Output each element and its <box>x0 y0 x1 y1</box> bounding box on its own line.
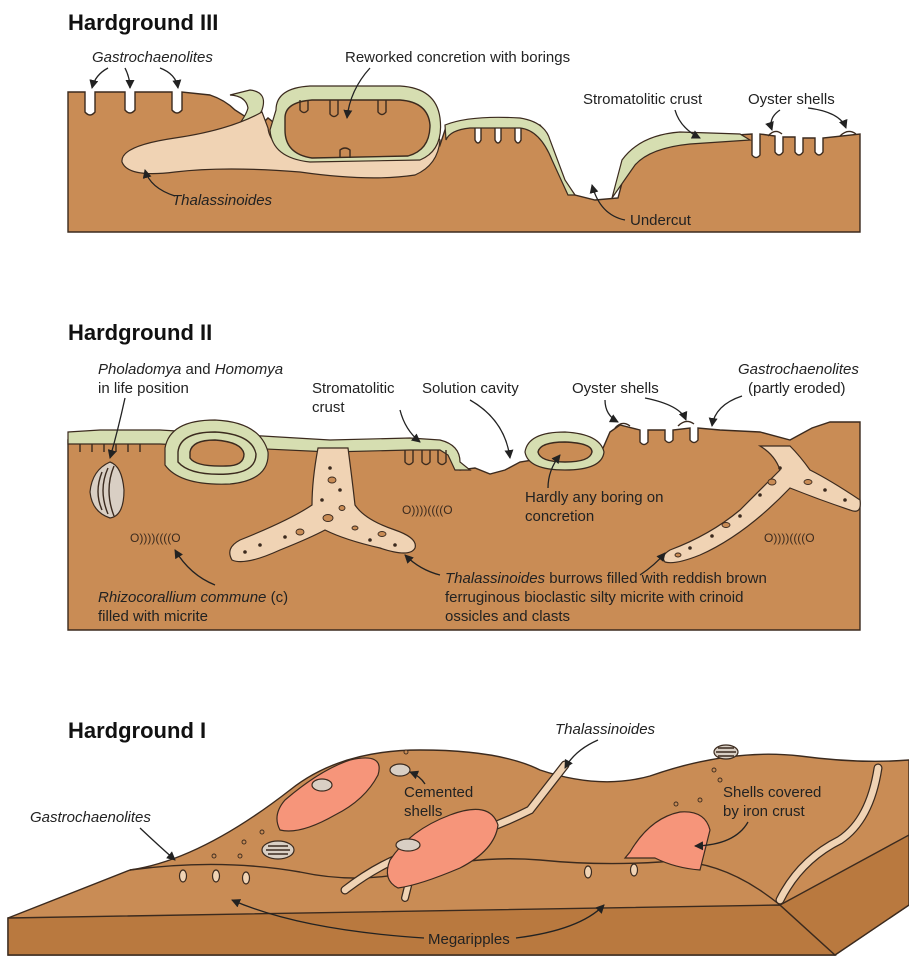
hardground-iii-title: Hardground III <box>68 10 218 35</box>
h2-label-gastro-2: (partly eroded) <box>748 380 846 397</box>
h1-label-thalassinoides: Thalassinoides <box>555 721 656 738</box>
h2-label-stromatolitic-1: Stromatolitic <box>312 380 395 397</box>
h2-label-hardly-1: Hardly any boring on <box>525 489 663 506</box>
h2-rhizo-trace-3: O))))((((O <box>764 531 815 545</box>
h2-label-life-position: in life position <box>98 380 189 397</box>
h2-arrow-stromatolitic <box>400 410 420 442</box>
h3-label-thalassinoides: Thalassinoides <box>172 192 273 209</box>
h2-oyster-shell-2 <box>678 421 694 426</box>
h2-label-hardly-2: concretion <box>525 508 594 525</box>
h2-label-pholadomya: Pholadomya and Homomya <box>98 361 283 378</box>
h1-label-shells-2: by iron crust <box>723 803 806 820</box>
h1-arrow-gastro <box>140 828 175 860</box>
h2-label-gastro-1: Gastrochaenolites <box>738 361 859 378</box>
h3-label-stromatolitic: Stromatolitic crust <box>583 91 703 108</box>
hardground-ii-title: Hardground II <box>68 320 212 345</box>
h2-label-thal-2: ferruginous bioclastic silty micrite wit… <box>445 589 743 606</box>
h3-arrow-gastro-1 <box>92 68 108 88</box>
h1-arrow-thalassinoides <box>565 740 598 768</box>
h1-label-shells-1: Shells covered <box>723 784 821 801</box>
h3-arrow-gastro-2 <box>125 68 130 88</box>
h2-arrow-solution <box>470 400 510 458</box>
panel-hardground-iii: Hardground III Gastrochaenolites Reworke… <box>68 10 860 232</box>
h3-label-undercut: Undercut <box>630 212 692 229</box>
h1-label-megaripples: Megaripples <box>428 931 510 948</box>
h3-arrow-oyster-2 <box>808 108 846 128</box>
h1-label-cemented-1: Cemented <box>404 784 473 801</box>
h2-rhizo-trace-1: O))))((((O <box>402 503 453 517</box>
h2-arrow-oyster-2 <box>645 398 686 420</box>
h2-label-stromatolitic-2: crust <box>312 399 345 416</box>
h3-label-gastrochaenolites: Gastrochaenolites <box>92 49 213 66</box>
h2-arrow-gastro <box>712 396 742 426</box>
h1-label-cemented-2: shells <box>404 803 442 820</box>
h3-reworked-concretion <box>270 86 441 162</box>
h2-concretion-left <box>165 420 268 484</box>
h2-label-thal-3: ossicles and clasts <box>445 608 570 625</box>
h3-label-reworked: Reworked concretion with borings <box>345 49 570 66</box>
panel-hardground-i: Hardground I <box>8 718 909 955</box>
panel-hardground-ii: Hardground II <box>68 320 860 630</box>
h3-label-oyster: Oyster shells <box>748 91 835 108</box>
h2-label-oyster: Oyster shells <box>572 380 659 397</box>
h2-label-rhizo-1: Rhizocorallium commune (c) <box>98 589 288 606</box>
hardground-i-title: Hardground I <box>68 718 206 743</box>
h3-arrow-oyster-1 <box>771 110 780 130</box>
h1-label-gastro: Gastrochaenolites <box>30 809 151 826</box>
h2-label-rhizo-2: filled with micrite <box>98 608 208 625</box>
h2-rhizo-trace-2: O))))((((O <box>130 531 181 545</box>
h2-concretion-right <box>525 432 604 470</box>
h2-arrow-oyster-1 <box>605 400 618 422</box>
h3-arrow-gastro-3 <box>160 68 178 88</box>
h2-label-thal-1: Thalassinoides burrows filled with reddi… <box>445 570 767 587</box>
h2-label-solution: Solution cavity <box>422 380 519 397</box>
